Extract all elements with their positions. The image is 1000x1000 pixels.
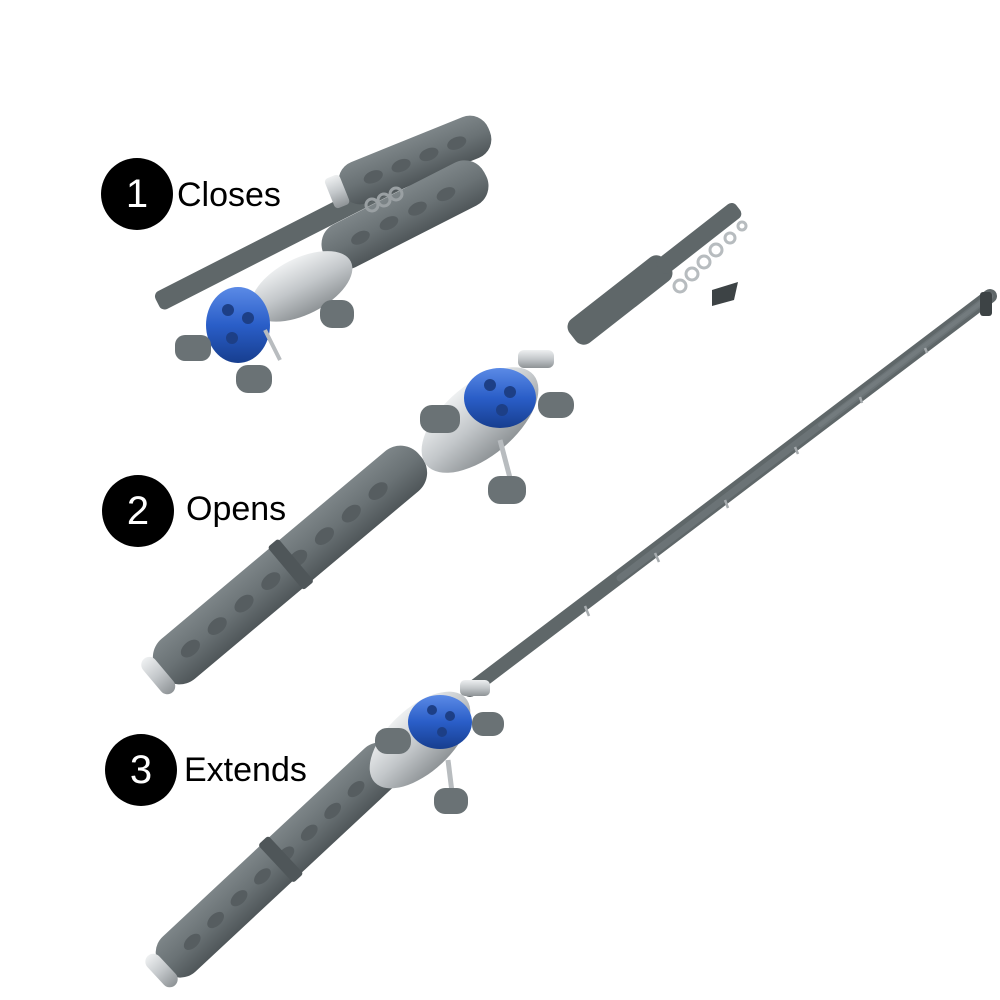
extended-rod (145, 289, 997, 988)
step-1-label: Closes (177, 176, 281, 214)
step-3-badge: 3 (105, 734, 177, 806)
step-1-number: 1 (125, 171, 149, 216)
closed-rod (154, 115, 492, 393)
step-1-badge: 1 (101, 158, 173, 230)
opened-rod (141, 202, 748, 695)
step-3-number: 3 (129, 747, 153, 792)
step-2-number: 2 (126, 488, 150, 533)
step-3-label: Extends (184, 751, 307, 789)
step-2-label: Opens (186, 490, 287, 528)
step-2-badge: 2 (102, 475, 174, 547)
